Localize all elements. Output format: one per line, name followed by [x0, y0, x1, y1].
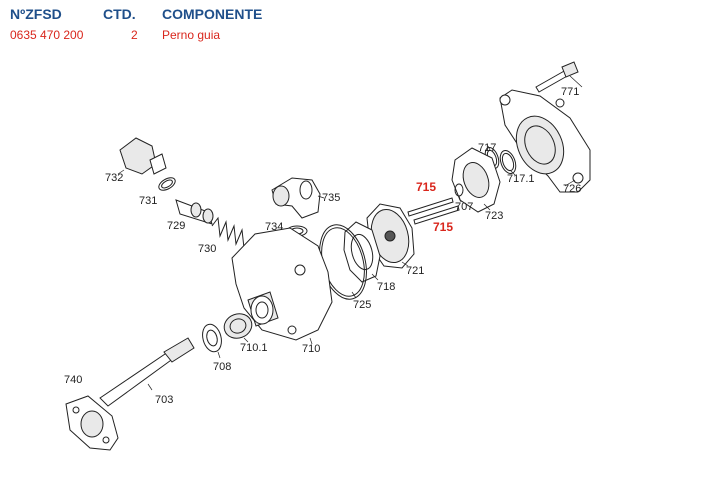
part-771-bolt [535, 61, 583, 93]
part-710-1-bearing [223, 313, 253, 343]
label-735: 735 [322, 192, 340, 204]
part-703-shaft [99, 337, 195, 407]
part-708-seal [202, 323, 222, 359]
header-code: NºZFSD [10, 6, 62, 22]
label-723: 723 [485, 210, 503, 222]
part-732-plug [117, 137, 167, 175]
label-703: 703 [155, 394, 173, 406]
label-740: 740 [64, 374, 82, 386]
label-708: 708 [213, 361, 231, 373]
part-715-guide-pins [407, 197, 460, 225]
label-715-top: 715 [416, 180, 436, 194]
label-726: 726 [563, 183, 581, 195]
part-726-cover [499, 89, 591, 193]
label-725: 725 [353, 299, 371, 311]
label-730: 730 [198, 243, 216, 255]
label-707: 707 [455, 201, 473, 213]
part-730-spring [211, 216, 245, 249]
part-735-fitting [271, 177, 325, 219]
part-710-housing [231, 227, 333, 345]
header-quantity: CTD. [103, 6, 136, 22]
header-component: COMPONENTE [162, 6, 263, 22]
label-721: 721 [406, 265, 424, 277]
part-723-cam-ring [451, 147, 501, 213]
label-718: 718 [377, 281, 395, 293]
part-740-flange [65, 395, 119, 451]
label-734: 734 [265, 221, 283, 233]
part-717-1-ring [499, 149, 517, 176]
label-731: 731 [139, 195, 157, 207]
label-729: 729 [167, 220, 185, 232]
part-731-ring [158, 177, 176, 191]
label-710-1: 710.1 [240, 342, 268, 354]
label-717-1: 717.1 [507, 173, 535, 185]
part-quantity: 2 [131, 28, 138, 42]
part-707-pin [454, 183, 464, 203]
label-710: 710 [302, 343, 320, 355]
label-771: 771 [561, 86, 579, 98]
label-715-bottom: 715 [433, 220, 453, 234]
part-729-spool [175, 199, 214, 225]
label-717: 717 [478, 142, 496, 154]
label-732: 732 [105, 172, 123, 184]
part-name: Perno guia [162, 28, 221, 42]
part-code: 0635 470 200 [10, 28, 84, 42]
